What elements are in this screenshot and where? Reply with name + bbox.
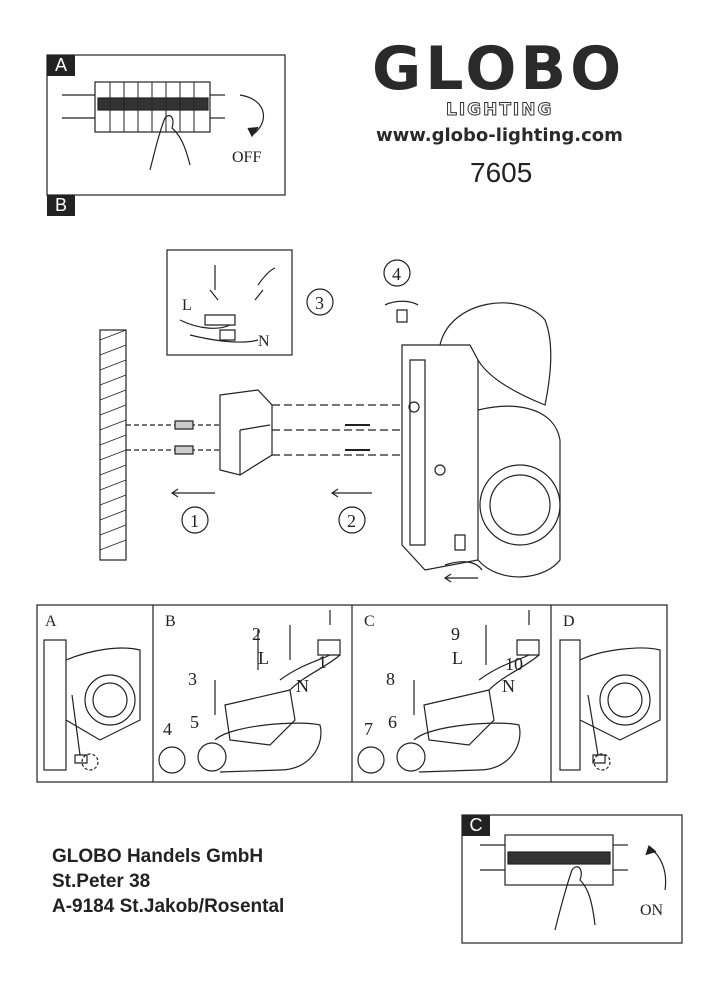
- step-3-number: 3: [315, 293, 324, 313]
- callout-n-c: N: [502, 676, 515, 696]
- inset-label-n: N: [258, 333, 270, 350]
- detail-panels: A B 2 1 3 4 5 L N C 9 10 8 7 6 L N D: [36, 604, 668, 783]
- callout-l-b: L: [258, 648, 269, 668]
- arrow-up-icon: [649, 847, 667, 891]
- callout-7: 7: [364, 719, 373, 739]
- step-c-tag: C: [462, 815, 490, 836]
- panel-d-label: D: [563, 613, 575, 630]
- callout-8: 8: [386, 669, 395, 689]
- screw-icon: [384, 300, 419, 323]
- callout-4: 4: [163, 719, 172, 739]
- power-on-diagram: ON: [461, 814, 683, 944]
- model-number: 7605: [470, 157, 533, 188]
- mounting-diagram: L N 1 2 3 4: [99, 249, 561, 583]
- brand-logo: GLOBO: [372, 34, 626, 104]
- hand-icon: [554, 866, 596, 931]
- panel-b-label: B: [165, 613, 176, 630]
- brand-subtitle: LIGHTING: [445, 100, 554, 120]
- website-url: www.globo-lighting.com: [376, 125, 623, 146]
- company-name: GLOBO Handels GmbH: [52, 846, 264, 867]
- power-off-diagram: OFF: [46, 54, 286, 196]
- off-label: OFF: [232, 149, 261, 166]
- panel-a-label: A: [45, 613, 57, 630]
- step-b-tag: B: [47, 195, 75, 216]
- callout-1: 1: [318, 652, 327, 672]
- callout-3: 3: [188, 669, 197, 689]
- callout-10: 10: [505, 654, 523, 674]
- step-a-tag: A: [47, 55, 75, 76]
- hand-icon: [149, 115, 191, 171]
- wall-hatch: [99, 329, 127, 561]
- step-1-number: 1: [190, 511, 199, 531]
- arrow-down-icon: [239, 94, 265, 136]
- step-4-number: 4: [392, 264, 401, 284]
- circuit-breaker-icon: [504, 834, 614, 886]
- company-city: A-9184 St.Jakob/Rosental: [52, 896, 285, 917]
- inset-label-l: L: [182, 297, 192, 314]
- callout-5: 5: [190, 712, 199, 732]
- panel-c-label: C: [364, 613, 375, 630]
- callout-2: 2: [252, 624, 261, 644]
- on-label: ON: [640, 902, 664, 919]
- callout-l-c: L: [452, 648, 463, 668]
- callout-6: 6: [388, 712, 397, 732]
- lamp-body-icon: [401, 344, 479, 571]
- callout-n-b: N: [296, 676, 309, 696]
- company-street: St.Peter 38: [52, 871, 151, 892]
- callout-9: 9: [451, 624, 460, 644]
- step-2-number: 2: [347, 511, 356, 531]
- mounting-bracket-icon: [219, 389, 273, 476]
